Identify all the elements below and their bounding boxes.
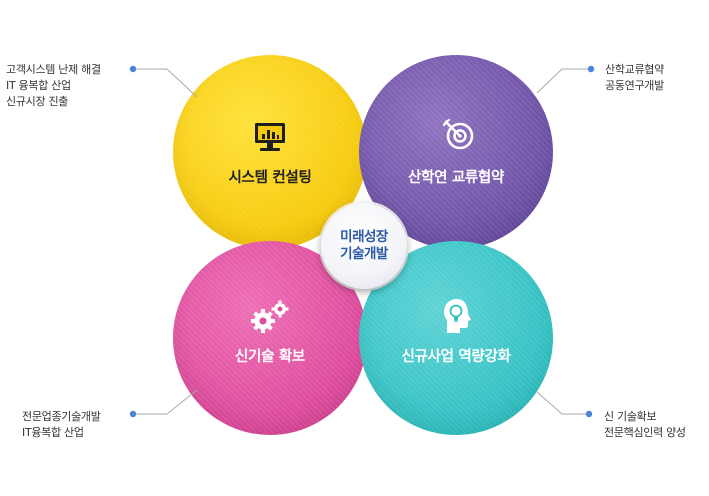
center-circle: 미래성장 기술개발 (321, 203, 407, 289)
note-top-left: 고객시스템 난제 해결 IT 융복합 산업 신규시장 진출 (6, 62, 101, 110)
new-technology-label: 신기술 확보 (235, 349, 305, 365)
system-consulting-label: 시스템 컨설팅 (228, 170, 312, 186)
note-top-right: 산학교류협약 공동연구개발 (605, 62, 664, 94)
connector-dot (129, 410, 137, 418)
note-item: IT융복합 산업 (22, 426, 84, 439)
note-item: 신 기술확보 (604, 410, 657, 423)
note-item: IT 융복합 산업 (6, 79, 71, 92)
industry-academia-label: 산학연 교류협약 (407, 170, 505, 186)
target-dart-icon (442, 118, 474, 150)
note-item: 전문핵심인력 양성 (604, 426, 686, 439)
connector-dot (587, 65, 595, 73)
note-item: 고객시스템 난제 해결 (6, 63, 101, 76)
center-title-line2: 기술개발 (340, 246, 388, 262)
connector-dot (585, 410, 593, 418)
head-lightbulb-icon (444, 299, 471, 333)
note-item: 산학교류협약 (605, 63, 664, 76)
note-bottom-right: 신 기술확보 전문핵심인력 양성 (604, 409, 686, 441)
center-title-line1: 미래성장 (340, 229, 388, 245)
note-item: 전문업종기술개발 (22, 410, 101, 423)
connector-dot (129, 65, 137, 73)
note-item: 신규시장 진출 (6, 95, 69, 108)
note-item: 공동연구개발 (605, 79, 664, 92)
new-business-label: 신규사업 역량강화 (401, 349, 511, 365)
computer-monitor-icon (255, 123, 285, 151)
center-title: 미래성장 기술개발 (321, 229, 407, 263)
gears-icon (251, 300, 289, 333)
note-bottom-left: 전문업종기술개발 IT융복합 산업 (22, 409, 101, 441)
